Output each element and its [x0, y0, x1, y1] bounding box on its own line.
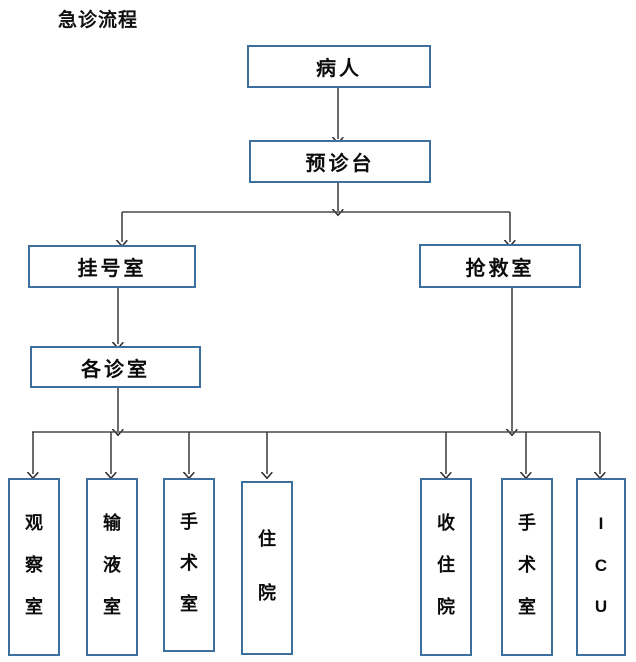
node-consulting-rooms[interactable]: 各诊室	[30, 346, 201, 388]
node-observation-room-char-1: 察	[25, 555, 43, 575]
node-observation-room-char-2: 室	[25, 597, 43, 617]
node-infusion-room-char-0: 输	[103, 513, 121, 533]
node-registration-room[interactable]: 挂号室	[28, 245, 196, 288]
node-consulting-rooms-label: 各诊室	[81, 358, 150, 381]
node-triage-desk-label: 预诊台	[305, 153, 375, 175]
node-triage-desk[interactable]: 预诊台	[249, 140, 431, 183]
page-title: 急诊流程	[58, 10, 139, 31]
node-operating-room-left-char-2: 室	[180, 594, 198, 614]
node-admit-inpatient-char-2: 院	[437, 597, 455, 617]
node-infusion-room[interactable]: 输 液 室	[86, 478, 138, 656]
node-inpatient-char-0: 住	[258, 528, 276, 549]
node-observation-room[interactable]: 观 察 室	[8, 478, 60, 656]
node-observation-room-char-0: 观	[25, 513, 43, 533]
node-patient[interactable]: 病人	[247, 45, 431, 88]
node-operating-room-right-char-0: 手	[518, 513, 536, 533]
node-inpatient-char-1: 院	[258, 583, 276, 604]
node-operating-room-right[interactable]: 手 术 室	[501, 478, 553, 656]
node-resuscitation-room[interactable]: 抢救室	[419, 244, 581, 288]
node-resuscitation-room-label: 抢救室	[465, 257, 535, 280]
node-admit-inpatient-char-1: 住	[437, 555, 455, 575]
node-registration-room-label: 挂号室	[77, 258, 147, 280]
node-infusion-room-char-2: 室	[103, 597, 121, 617]
node-icu-char-0: I	[598, 513, 604, 533]
node-operating-room-right-char-1: 术	[518, 555, 536, 575]
node-admit-inpatient[interactable]: 收 住 院	[420, 478, 472, 656]
node-icu-char-1: C	[594, 555, 608, 575]
node-icu[interactable]: I C U	[576, 478, 626, 656]
node-operating-room-right-char-2: 室	[518, 597, 536, 617]
node-inpatient[interactable]: 住 院	[241, 481, 293, 655]
node-operating-room-left-char-0: 手	[180, 512, 198, 532]
node-icu-char-2: U	[594, 597, 608, 617]
node-infusion-room-char-1: 液	[103, 555, 121, 575]
node-patient-label: 病人	[316, 58, 362, 80]
node-admit-inpatient-char-0: 收	[437, 513, 455, 533]
node-operating-room-left-char-1: 术	[180, 553, 198, 573]
node-operating-room-left[interactable]: 手 术 室	[163, 478, 215, 652]
